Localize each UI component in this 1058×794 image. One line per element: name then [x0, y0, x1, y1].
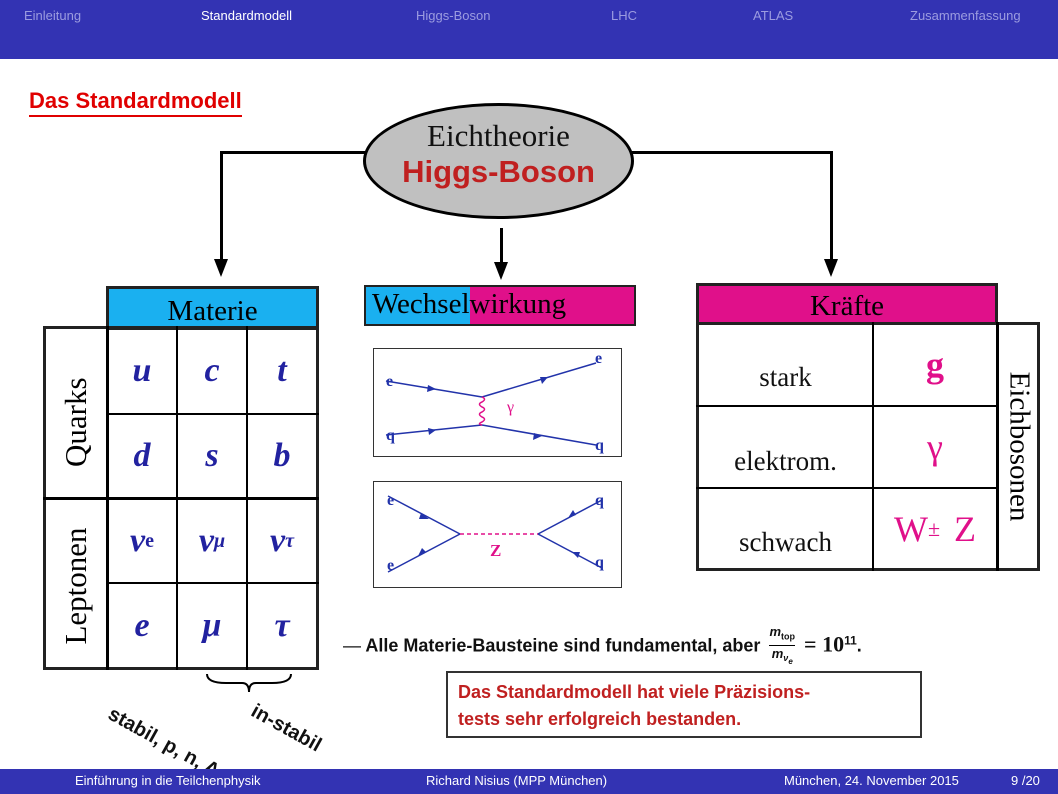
feyn1-label-gamma: γ [507, 399, 515, 416]
brace-icon [206, 673, 292, 693]
top-navigation-bar: Einleitung Standardmodell Higgs-Boson LH… [0, 0, 1058, 59]
nav-item-standardmodell[interactable]: Standardmodell [201, 8, 293, 23]
precision-tests-line2: tests sehr erfolgreich bestanden. [458, 709, 742, 729]
feyn2-label-q-bottom: q [595, 554, 604, 571]
connector-line-left [220, 151, 365, 154]
precision-tests-box: Das Standardmodell hat viele Präzisions-… [446, 671, 922, 738]
mass-ratio-fraction: mtop mνe [769, 624, 796, 666]
nav-item-lhc[interactable]: LHC [611, 8, 638, 23]
grid-line [996, 322, 999, 571]
wechselwirkung-left: Wechsel [366, 287, 470, 324]
grid-line [696, 405, 998, 407]
feyn2-label-q-top: q [595, 492, 604, 509]
lepton-mu: μ [202, 607, 222, 644]
materie-header: Materie [106, 286, 319, 330]
footer-page-number: 9 /20 [1011, 773, 1040, 788]
wechselwirkung-right: wirkung [469, 287, 634, 324]
footer-date: München, 24. November 2015 [784, 773, 959, 788]
kraft-label-elektromagnetisch: elektrom. [734, 445, 837, 476]
quark-d: d [133, 437, 151, 474]
footer-course-title: Einführung in die Teilchenphysik [75, 773, 261, 788]
grid-line [872, 322, 874, 571]
nav-item-einleitung[interactable]: Einleitung [24, 8, 82, 23]
nav-item-atlas[interactable]: ATLAS [753, 8, 794, 23]
lepton-tau: τ [274, 607, 290, 644]
kraft-symbol-gluon: g [926, 345, 944, 385]
arrow-down-materie [214, 259, 228, 277]
quarks-label: Quarks [58, 377, 93, 467]
lepton-e: e [134, 607, 150, 644]
ellipse-text-eichtheorie: Eichtheorie [427, 118, 570, 153]
feyn1-label-e-right: e [595, 350, 603, 367]
nav-item-higgs-boson[interactable]: Higgs-Boson [416, 8, 491, 23]
kraft-symbol-photon: γ [927, 427, 943, 467]
feynman-diagram-z: e e q q Z [373, 481, 622, 588]
precision-tests-line1: Das Standardmodell hat viele Präzisions- [458, 682, 811, 702]
feyn2-label-e-bottom: e [387, 557, 395, 574]
quark-s: s [205, 437, 219, 474]
feyn2-label-e-top: e [387, 492, 395, 509]
feyn1-label-e-left: e [386, 373, 394, 390]
theory-ellipse [363, 103, 634, 219]
feyn1-label-q-left: q [386, 427, 395, 444]
kraft-label-stark: stark [759, 361, 812, 392]
grid-line [696, 487, 998, 489]
kraefte-table [696, 322, 1040, 571]
footer-author: Richard Nisius (MPP München) [426, 773, 608, 788]
feyn1-label-q-right: q [595, 437, 604, 454]
quark-t: t [277, 352, 287, 389]
kraft-label-schwach: schwach [739, 526, 832, 557]
arrow-down-wechselwirkung [494, 262, 508, 280]
kraft-symbol-w-z: W±Z [893, 509, 977, 549]
arrow-down-kraefte [824, 259, 838, 277]
eichbosonen-label: Eichbosonen [1003, 371, 1036, 522]
wechselwirkung-header: Wechsel wirkung [364, 285, 636, 326]
fundamental-statement: — Alle Materie-Bausteine sind fundamenta… [343, 624, 862, 669]
ellipse-text-higgs-boson: Higgs-Boson [402, 154, 595, 189]
quark-b: b [273, 437, 291, 474]
quark-u: u [132, 352, 152, 389]
connector-line-right [632, 151, 833, 154]
grid-line [106, 582, 319, 584]
quark-c: c [204, 352, 220, 389]
connector-line-left-down [220, 151, 223, 261]
footer-bar: Einführung in die Teilchenphysik Richard… [0, 769, 1058, 794]
feynman-diagram-photon: e q e q γ [373, 348, 622, 457]
instabil-label: in-stabil [247, 700, 326, 757]
slide-title: Das Standardmodell [29, 88, 242, 117]
connector-line-center [500, 228, 503, 264]
connector-line-right-down [830, 151, 833, 261]
nav-item-zusammenfassung[interactable]: Zusammenfassung [910, 8, 1021, 23]
leptonen-label: Leptonen [58, 527, 93, 645]
grid-line [106, 413, 319, 415]
kraefte-header: Kräfte [696, 283, 998, 325]
grid-line [43, 497, 319, 500]
feyn2-label-z: Z [490, 541, 502, 560]
